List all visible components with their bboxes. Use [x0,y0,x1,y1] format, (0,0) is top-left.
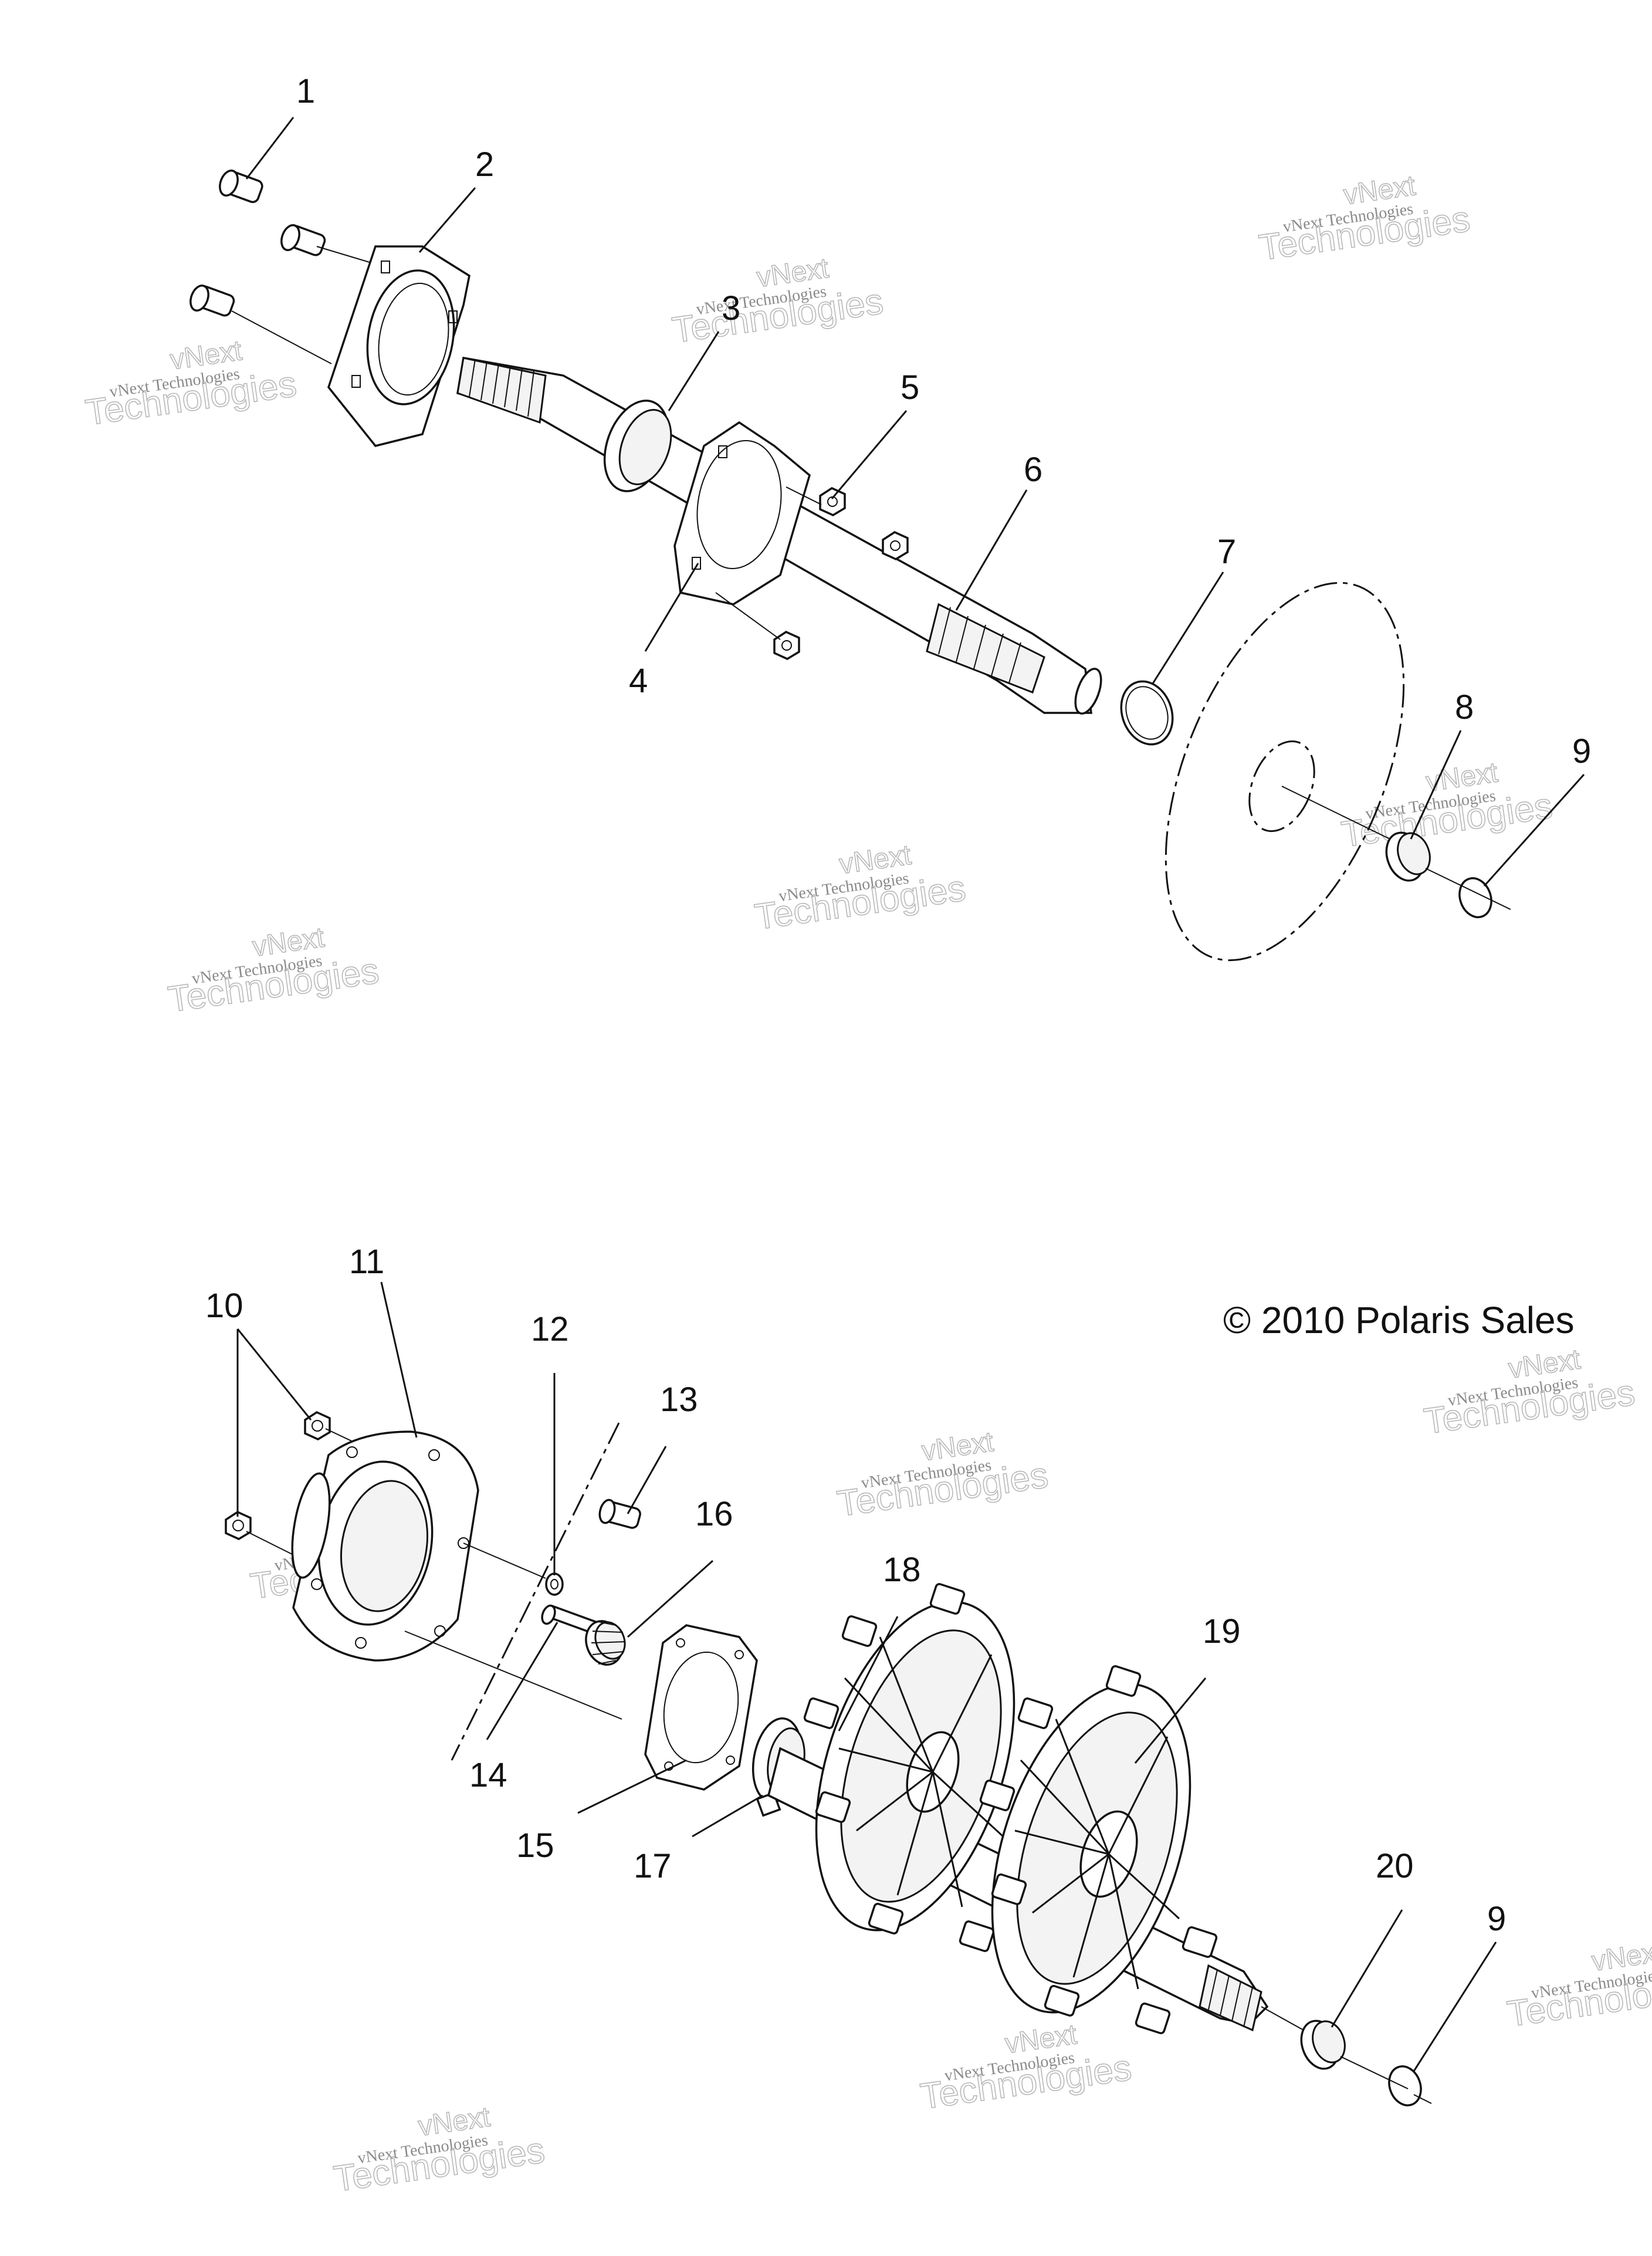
callout-7: 7 [1217,533,1236,571]
callout-11: 11 [349,1243,384,1281]
driveshaft-assembly [189,117,1585,962]
nut-part [882,531,909,560]
gear-part [585,1620,626,1666]
callout-labels: 1 2 3 4 5 6 7 8 9 10 11 12 13 14 15 16 1… [205,72,1591,1938]
drive-sprocket-part [767,1583,1269,2034]
copyright-text: © 2010 Polaris Sales [1223,1299,1575,1341]
callout-15: 15 [516,1827,554,1865]
callout-10: 10 [205,1287,243,1325]
bearing-plate [644,1624,758,1791]
callout-6: 6 [1024,451,1042,489]
callout-16: 16 [695,1495,733,1533]
bearing-seal-part [1385,831,1431,882]
bearing-housing-flange [291,1430,479,1662]
callout-9b: 9 [1487,1900,1506,1938]
bearing-flange-plate [327,245,470,447]
bolt-part [280,224,326,256]
callout-4: 4 [629,662,648,700]
callout-2: 2 [475,146,494,184]
callout-3: 3 [722,289,740,327]
callout-14: 14 [469,1756,507,1794]
bearing-plate [673,421,811,606]
callout-13: 13 [660,1381,698,1419]
callout-18: 18 [883,1551,921,1589]
callout-5: 5 [901,368,919,407]
callout-1: 1 [296,72,315,110]
nut-part [773,631,800,660]
nut-part [819,487,846,516]
snap-ring-part [1388,2065,1422,2106]
bearing-seal-part [1300,2020,1346,2070]
callout-9: 9 [1572,732,1591,770]
snap-ring-part [1458,877,1492,918]
bolt-part [189,285,235,317]
bolt-part [541,1604,599,1634]
callout-8: 8 [1455,688,1474,726]
callout-20: 20 [1376,1847,1414,1885]
sprocket-assembly [225,1281,1497,2106]
phantom-frame-line [451,1422,620,1761]
bolt-part [219,170,263,204]
callout-17: 17 [634,1847,672,1885]
callout-19: 19 [1203,1612,1241,1650]
washer-part [545,1572,564,1596]
phantom-disc [1164,581,1405,962]
o-ring-part [1120,680,1174,746]
callout-12: 12 [531,1310,569,1348]
